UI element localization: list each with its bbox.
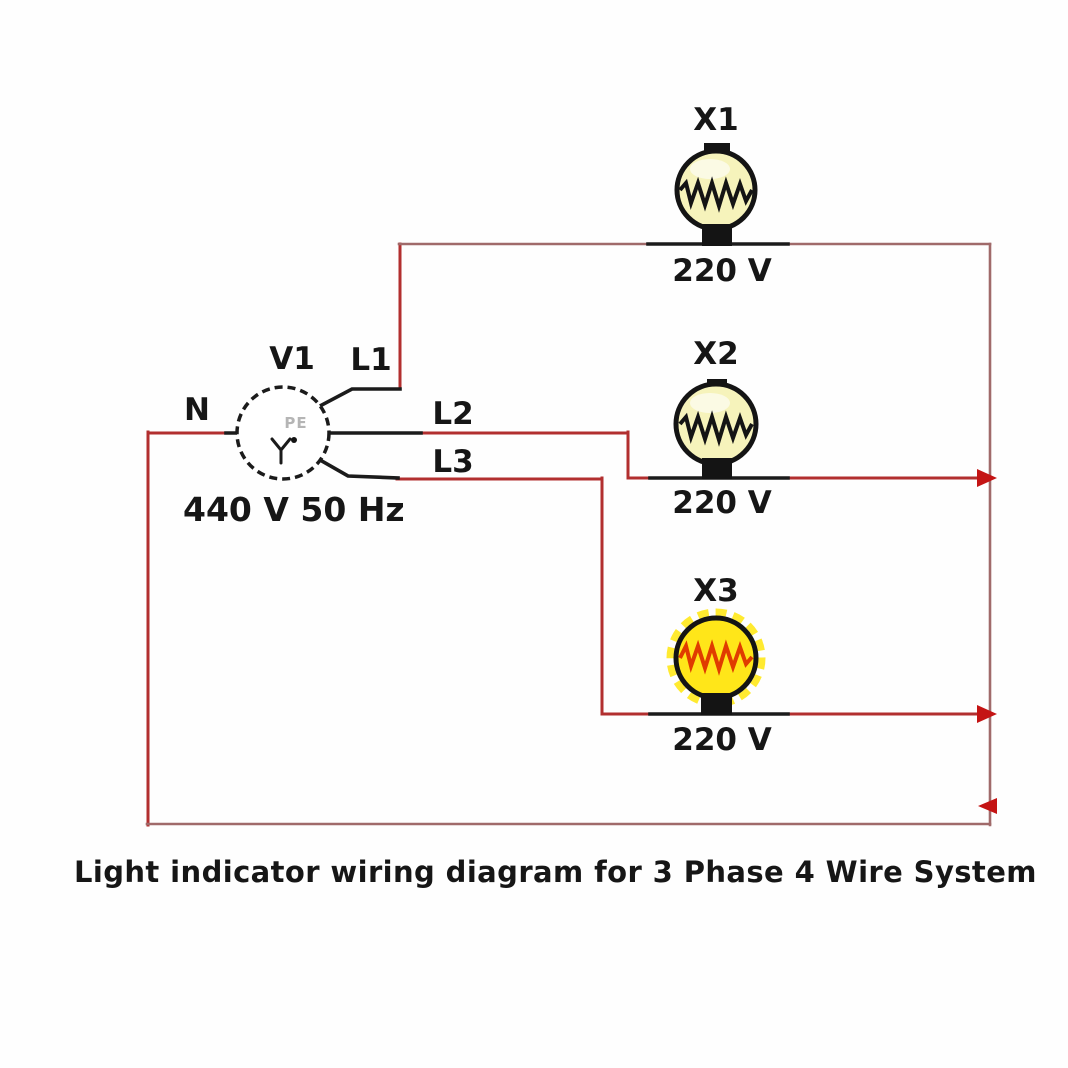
source-inner-label: PE xyxy=(284,414,307,432)
lamp-x1-nub xyxy=(704,143,730,153)
phase-l3-label: L3 xyxy=(432,444,473,480)
lamp-x1-filament xyxy=(678,176,754,213)
lamp-x2-highlight xyxy=(690,393,730,413)
star-wye-symbol-icon xyxy=(270,437,292,465)
lamp-x1-voltage: 220 V xyxy=(672,253,772,289)
lamp-x3-filament xyxy=(678,639,754,676)
star-point-dot xyxy=(291,437,297,443)
source-circle xyxy=(235,385,331,481)
lamp-x1: X1 220 V xyxy=(672,102,772,289)
junction-arrow-bottom xyxy=(978,798,997,814)
diagram-title: Light indicator wiring diagram for 3 Pha… xyxy=(74,855,1037,889)
neutral-label: N xyxy=(184,392,210,428)
lamp-x2: X2 220 V xyxy=(672,336,772,521)
source-labels: V1 L1 N L2 L3 440 V 50 Hz xyxy=(183,341,474,529)
wiring xyxy=(145,242,997,827)
stub-l1-diagonal xyxy=(317,387,402,409)
source-v1: PE xyxy=(235,385,331,481)
lamp-x1-highlight xyxy=(690,159,730,179)
lamp-x3-label: X3 xyxy=(693,573,738,609)
junction-arrow-x3 xyxy=(977,705,997,723)
source-rating-label: 440 V 50 Hz xyxy=(183,490,405,529)
lamp-x3: X3 220 V xyxy=(666,573,772,758)
lamp-x3-base xyxy=(701,693,732,715)
lamp-x2-label: X2 xyxy=(693,336,738,372)
junction-arrow-x2 xyxy=(977,469,997,487)
lamp-x1-label: X1 xyxy=(693,102,738,138)
lamp-x3-voltage: 220 V xyxy=(672,722,772,758)
lamp-x1-base xyxy=(702,224,732,246)
lamp-x2-base xyxy=(702,458,732,479)
phase-l2-label: L2 xyxy=(432,396,473,432)
lamp-x2-filament xyxy=(678,410,754,447)
stub-l3-diagonal xyxy=(317,457,400,480)
phase-l1-label: L1 xyxy=(350,342,391,378)
lamp-x2-voltage: 220 V xyxy=(672,485,772,521)
source-designator-label: V1 xyxy=(269,341,315,377)
